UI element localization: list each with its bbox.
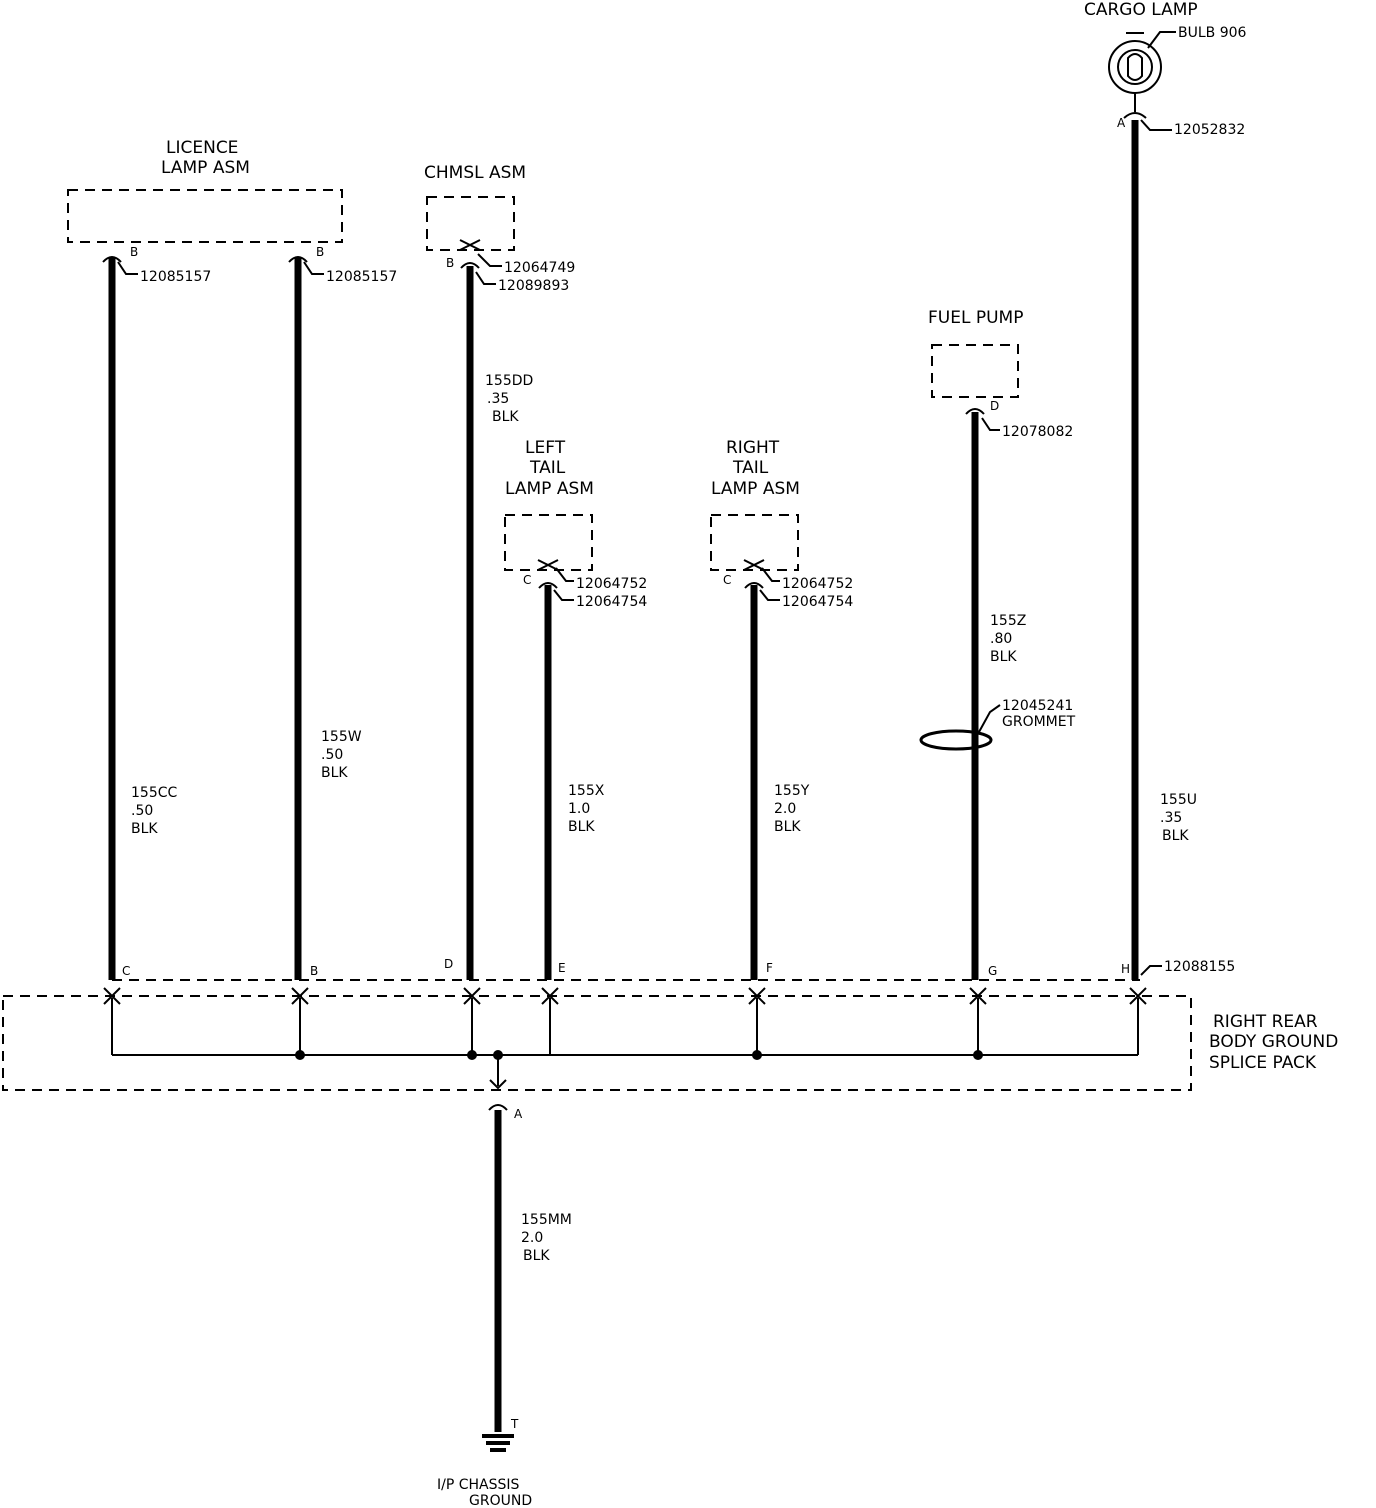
conn-cargo: 12052832 — [1174, 122, 1245, 138]
conn-chmsl-1: 12064749 — [504, 260, 575, 276]
pin-licence-right: B — [316, 245, 324, 259]
left-tail-title-1: LEFT — [525, 438, 566, 458]
pin-chmsl: B — [446, 256, 454, 270]
grommet-part: 12045241 — [1002, 698, 1073, 714]
label-155cc: 155CC .50 BLK — [131, 785, 177, 837]
right-tail-title-1: RIGHT — [726, 438, 780, 458]
grommet-label: GROMMET — [1002, 714, 1076, 730]
pin-ground-t: T — [510, 1417, 519, 1431]
right-tail-title-3: LAMP ASM — [711, 479, 800, 499]
cargo-lamp-bulb-icon — [1108, 32, 1162, 119]
pin-splice-c: C — [122, 964, 130, 978]
svg-text:BLK: BLK — [990, 649, 1017, 665]
svg-text:155Y: 155Y — [774, 783, 810, 799]
ground-title-1: I/P CHASSIS — [437, 1477, 520, 1493]
conn-right-tail-2: 12064754 — [782, 594, 853, 610]
label-155dd: 155DD .35 BLK — [485, 373, 533, 425]
part-number-leaders — [117, 31, 1176, 976]
pin-fuel-pump: D — [990, 399, 999, 413]
chmsl-box — [426, 196, 515, 251]
label-155w: 155W .50 BLK — [321, 729, 362, 781]
svg-text:1.0: 1.0 — [568, 801, 590, 817]
licence-title-1: LICENCE — [166, 138, 238, 158]
pin-ground-a: A — [514, 1107, 523, 1121]
splice-title-1: RIGHT REAR — [1213, 1012, 1318, 1032]
svg-text:.35: .35 — [1160, 810, 1182, 826]
left-tail-lamp-box — [504, 514, 593, 571]
pin-licence-left: B — [130, 245, 138, 259]
chmsl-title: CHMSL ASM — [424, 163, 526, 183]
licence-lamp-box — [67, 189, 343, 243]
svg-text:.50: .50 — [131, 803, 153, 819]
splice-pack-internal — [103, 987, 1147, 1090]
right-tail-lamp-box — [710, 514, 799, 571]
svg-text:BLK: BLK — [131, 821, 158, 837]
svg-text:155U: 155U — [1160, 792, 1197, 808]
pin-splice-e: E — [558, 961, 566, 975]
pin-cargo: A — [1117, 116, 1126, 130]
pin-splice-d: D — [444, 957, 453, 971]
conn-licence-left: 12085157 — [140, 269, 211, 285]
splice-pack-box — [2, 995, 1192, 1091]
svg-text:.80: .80 — [990, 631, 1012, 647]
svg-text:2.0: 2.0 — [521, 1230, 543, 1246]
left-tail-title-2: TAIL — [529, 458, 566, 478]
grommet-icon — [919, 729, 993, 751]
right-tail-title-2: TAIL — [732, 458, 769, 478]
svg-text:BLK: BLK — [568, 819, 595, 835]
label-155u: 155U .35 BLK — [1160, 792, 1197, 844]
connector-marks — [102, 239, 985, 1111]
svg-text:155DD: 155DD — [485, 373, 533, 389]
pin-splice-h: H — [1121, 962, 1130, 976]
svg-text:155MM: 155MM — [521, 1212, 572, 1228]
pin-right-tail: C — [723, 573, 731, 587]
cargo-lamp-title: CARGO LAMP — [1084, 0, 1198, 20]
conn-licence-right: 12085157 — [326, 269, 397, 285]
svg-text:BLK: BLK — [523, 1248, 550, 1264]
conn-splice: 12088155 — [1164, 959, 1235, 975]
svg-text:155X: 155X — [568, 783, 605, 799]
bulb-label: BULB 906 — [1178, 25, 1247, 41]
svg-text:BLK: BLK — [1162, 828, 1189, 844]
pin-splice-b: B — [310, 964, 318, 978]
svg-text:155Z: 155Z — [990, 613, 1026, 629]
conn-chmsl-2: 12089893 — [498, 278, 569, 294]
pin-left-tail: C — [523, 573, 531, 587]
ground-icon — [482, 1434, 514, 1452]
label-155x: 155X 1.0 BLK — [568, 783, 605, 835]
conn-left-tail-1: 12064752 — [576, 576, 647, 592]
svg-text:.35: .35 — [487, 391, 509, 407]
label-155mm: 155MM 2.0 BLK — [521, 1212, 572, 1264]
splice-title-2: BODY GROUND — [1209, 1032, 1338, 1052]
pin-splice-f: F — [766, 961, 773, 975]
licence-title-2: LAMP ASM — [161, 158, 250, 178]
splice-title-3: SPLICE PACK — [1209, 1053, 1317, 1073]
fuel-pump-box — [931, 344, 1019, 398]
label-155y: 155Y 2.0 BLK — [774, 783, 810, 835]
svg-text:BLK: BLK — [492, 409, 519, 425]
svg-text:BLK: BLK — [774, 819, 801, 835]
svg-text:155CC: 155CC — [131, 785, 177, 801]
svg-text:BLK: BLK — [321, 765, 348, 781]
label-155z: 155Z .80 BLK — [990, 613, 1026, 665]
conn-right-tail-1: 12064752 — [782, 576, 853, 592]
svg-text:.50: .50 — [321, 747, 343, 763]
ground-title-2: GROUND — [469, 1493, 532, 1508]
svg-text:2.0: 2.0 — [774, 801, 796, 817]
svg-text:155W: 155W — [321, 729, 362, 745]
conn-fuel-pump: 12078082 — [1002, 424, 1073, 440]
pin-splice-g: G — [988, 964, 997, 978]
fuel-pump-title: FUEL PUMP — [928, 308, 1023, 328]
left-tail-title-3: LAMP ASM — [505, 479, 594, 499]
conn-left-tail-2: 12064754 — [576, 594, 647, 610]
